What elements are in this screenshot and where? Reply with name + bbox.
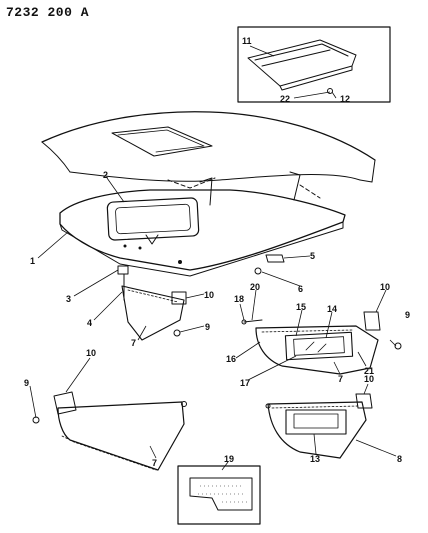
dome-clips <box>254 254 285 275</box>
callout-9-upper-left: 9 <box>205 322 210 332</box>
callout-2: 2 <box>103 170 108 180</box>
callout-16: 16 <box>226 354 236 364</box>
right-lower-visor <box>265 393 373 459</box>
callout-22: 22 <box>280 94 290 104</box>
callout-4: 4 <box>87 318 92 328</box>
callout-labels: 11 22 12 2 1 3 4 7 10 9 5 6 18 20 15 14 … <box>24 36 410 468</box>
callout-10-upper-left: 10 <box>204 290 214 300</box>
callout-17: 17 <box>240 378 250 388</box>
headliner <box>59 189 346 277</box>
callout-13: 13 <box>310 454 320 464</box>
callout-7-right: 7 <box>338 374 343 384</box>
left-upper-visor <box>117 265 187 341</box>
callout-8: 8 <box>397 454 402 464</box>
callout-14: 14 <box>327 304 337 314</box>
callout-10-lower-left: 10 <box>86 348 96 358</box>
diagram-part-number: 7232 200 A <box>6 5 90 20</box>
callout-7-lower: 7 <box>152 458 157 468</box>
callout-9-right: 9 <box>405 310 410 320</box>
inset-panel <box>237 26 391 103</box>
leader-lines <box>29 45 397 471</box>
left-lower-visor <box>32 391 187 471</box>
fabric-sample-box <box>177 465 261 525</box>
roof-panel <box>41 111 376 206</box>
callout-5: 5 <box>310 251 315 261</box>
callout-6: 6 <box>298 284 303 294</box>
callout-7-upper: 7 <box>131 338 136 348</box>
callout-11: 11 <box>242 36 252 46</box>
callout-12: 12 <box>340 94 350 104</box>
callout-18: 18 <box>234 294 244 304</box>
callout-21: 21 <box>364 366 374 376</box>
callout-20: 20 <box>250 282 260 292</box>
callout-15: 15 <box>296 302 306 312</box>
right-visor-lighted <box>241 311 402 375</box>
callout-10-right: 10 <box>380 282 390 292</box>
callout-9-lower-left: 9 <box>24 378 29 388</box>
callout-3: 3 <box>66 294 71 304</box>
callout-1: 1 <box>30 256 35 266</box>
callout-10-lower-right: 10 <box>364 374 374 384</box>
callout-19: 19 <box>224 454 234 464</box>
